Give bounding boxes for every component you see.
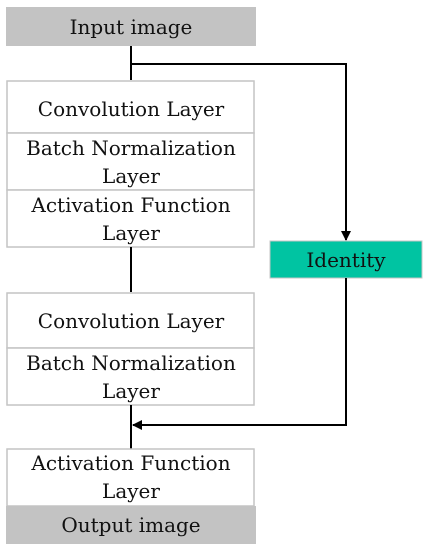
activation-layer-1-line2: Layer [102,221,160,245]
batch-norm-layer-2-line1: Batch Normalization [26,351,236,375]
output-box [6,506,256,544]
conv-block-1: Convolution Layer Batch Normalization La… [6,80,255,248]
batch-norm-layer-2-line2: Layer [102,379,160,403]
convolution-layer-1 [6,80,255,134]
skip-connection-return [132,278,347,430]
convolution-layer-2 [6,292,255,349]
convolution-layer-1-label: Convolution Layer [38,97,225,121]
skip-connection-down [131,63,351,241]
batch-norm-layer-1-line2: Layer [102,164,160,188]
input-box [6,7,256,46]
activation-layer-3-line1: Activation Function [30,451,230,475]
activation-layer-3-line2: Layer [102,479,160,503]
identity-node: Identity [269,240,423,279]
activation-layer-1-line1: Activation Function [30,193,230,217]
batch-norm-layer-1-line1: Batch Normalization [26,136,236,160]
activation-layer-1 [6,189,255,248]
identity-label: Identity [306,248,386,272]
input-label: Input image [70,15,193,39]
conv-block-3: Activation Function Layer [6,448,255,507]
convolution-layer-2-label: Convolution Layer [38,309,225,333]
batch-norm-layer-2 [6,347,255,406]
input-node: Input image [6,7,256,46]
output-label: Output image [61,513,200,537]
conv-block-2: Convolution Layer Batch Normalization La… [6,292,255,406]
identity-box [269,240,423,279]
activation-layer-3 [6,448,255,507]
output-node: Output image [6,506,256,544]
